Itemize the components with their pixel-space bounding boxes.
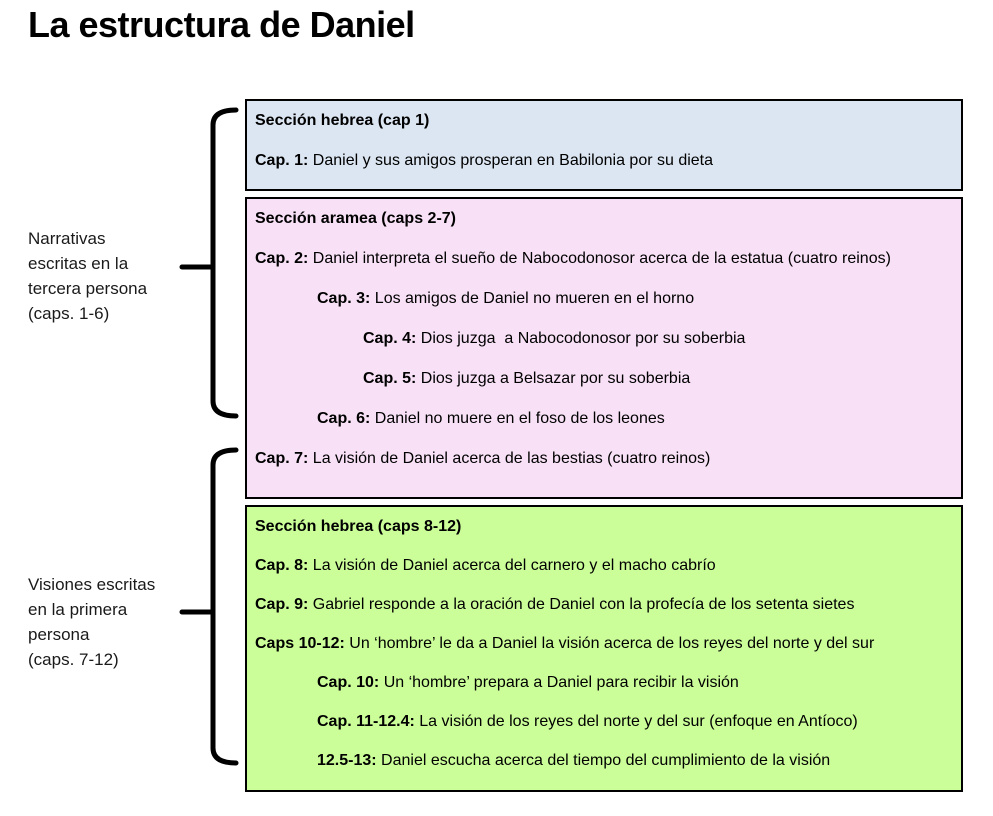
- chapter-label: Cap. 6:: [317, 410, 371, 427]
- chapter-text: Daniel no muere en el foso de los leones: [370, 410, 665, 427]
- chapter-row: Cap. 1: Daniel y sus amigos prosperan en…: [255, 141, 951, 181]
- annotation-visiones: Visiones escritas en la primera persona …: [28, 572, 198, 672]
- section-header: Sección hebrea (caps 8-12): [255, 507, 951, 546]
- chapter-row: 12.5-13: Daniel escucha acerca del tiemp…: [317, 741, 951, 780]
- curly-brace-visiones: [179, 447, 239, 766]
- chapter-text: Los amigos de Daniel no mueren en el hor…: [370, 290, 695, 307]
- chapter-row: Cap. 11-12.4: La visión de los reyes del…: [317, 702, 951, 741]
- annotation-line: escritas en la: [28, 254, 129, 273]
- chapter-label: Cap. 11-12.4:: [317, 712, 415, 730]
- chapter-label: Cap. 8:: [255, 556, 309, 574]
- section-hebrea-caps8-12: Sección hebrea (caps 8-12) Cap. 8: La vi…: [245, 505, 963, 792]
- section-aramea-caps2-7: Sección aramea (caps 2-7) Cap. 2: Daniel…: [245, 197, 963, 499]
- chapter-text: Un ‘hombre’ le da a Daniel la visión ace…: [344, 634, 875, 652]
- section-header: Sección hebrea (cap 1): [255, 101, 951, 141]
- chapter-row: Cap. 4: Dios juzga a Nabocodonosor por s…: [363, 319, 951, 359]
- chapter-row: Caps 10-12: Un ‘hombre’ le da a Daniel l…: [255, 624, 951, 663]
- chapter-row: Cap. 3: Los amigos de Daniel no mueren e…: [317, 279, 951, 319]
- chapter-row: Cap. 9: Gabriel responde a la oración de…: [255, 585, 951, 624]
- chapter-label: Cap. 10:: [317, 673, 380, 691]
- chapter-text: La visión de Daniel acerca de las bestia…: [308, 450, 711, 467]
- annotation-line: persona: [28, 625, 90, 644]
- chapter-label: Cap. 2:: [255, 250, 309, 267]
- chapter-label: Cap. 5:: [363, 370, 417, 387]
- annotation-line: Narrativas: [28, 229, 106, 248]
- section-header-text: Sección hebrea (cap 1): [255, 112, 430, 129]
- chapter-label: Cap. 9:: [255, 595, 309, 613]
- chapter-text: La visión de los reyes del norte y del s…: [414, 712, 858, 730]
- chapter-text: La visión de Daniel acerca del carnero y…: [308, 556, 716, 574]
- section-header-text: Sección hebrea (caps 8-12): [255, 517, 462, 535]
- chapter-text: Daniel interpreta el sueño de Nabocodono…: [308, 250, 891, 267]
- curly-brace-narrativas: [179, 107, 239, 419]
- chapter-row: Cap. 6: Daniel no muere en el foso de lo…: [317, 399, 951, 439]
- chapter-text: Dios juzga a Belsazar por su soberbia: [416, 370, 691, 387]
- chapter-label: Cap. 1:: [255, 152, 309, 169]
- chapter-label: Caps 10-12:: [255, 634, 345, 652]
- chapter-row: Cap. 10: Un ‘hombre’ prepara a Daniel pa…: [317, 663, 951, 702]
- annotation-line: tercera persona: [28, 279, 148, 298]
- annotation-line: Visiones escritas: [28, 575, 156, 594]
- chapter-text: Dios juzga a Nabocodonosor por su soberb…: [416, 330, 746, 347]
- section-header: Sección aramea (caps 2-7): [255, 199, 951, 239]
- chapter-label: 12.5-13:: [317, 751, 377, 769]
- chapter-text: Daniel y sus amigos prosperan en Babilon…: [308, 152, 714, 169]
- annotation-line: (caps. 1-6): [28, 304, 110, 323]
- section-hebrea-cap1: Sección hebrea (cap 1) Cap. 1: Daniel y …: [245, 99, 963, 191]
- chapter-text: Gabriel responde a la oración de Daniel …: [308, 595, 855, 613]
- chapter-text: Un ‘hombre’ prepara a Daniel para recibi…: [379, 673, 739, 691]
- chapter-label: Cap. 7:: [255, 450, 309, 467]
- chapter-row: Cap. 2: Daniel interpreta el sueño de Na…: [255, 239, 951, 279]
- chapter-row: Cap. 8: La visión de Daniel acerca del c…: [255, 546, 951, 585]
- chapter-label: Cap. 4:: [363, 330, 417, 347]
- annotation-narrativas: Narrativas escritas en la tercera person…: [28, 226, 198, 326]
- annotation-line: (caps. 7-12): [28, 650, 119, 669]
- chapter-text: Daniel escucha acerca del tiempo del cum…: [376, 751, 831, 769]
- annotation-line: en la primera: [28, 600, 128, 619]
- chapter-row: Cap. 5: Dios juzga a Belsazar por su sob…: [363, 359, 951, 399]
- page-title: La estructura de Daniel: [28, 4, 415, 45]
- chapter-row: Cap. 7: La visión de Daniel acerca de la…: [255, 439, 951, 479]
- chapter-label: Cap. 3:: [317, 290, 371, 307]
- section-header-text: Sección aramea (caps 2-7): [255, 210, 456, 227]
